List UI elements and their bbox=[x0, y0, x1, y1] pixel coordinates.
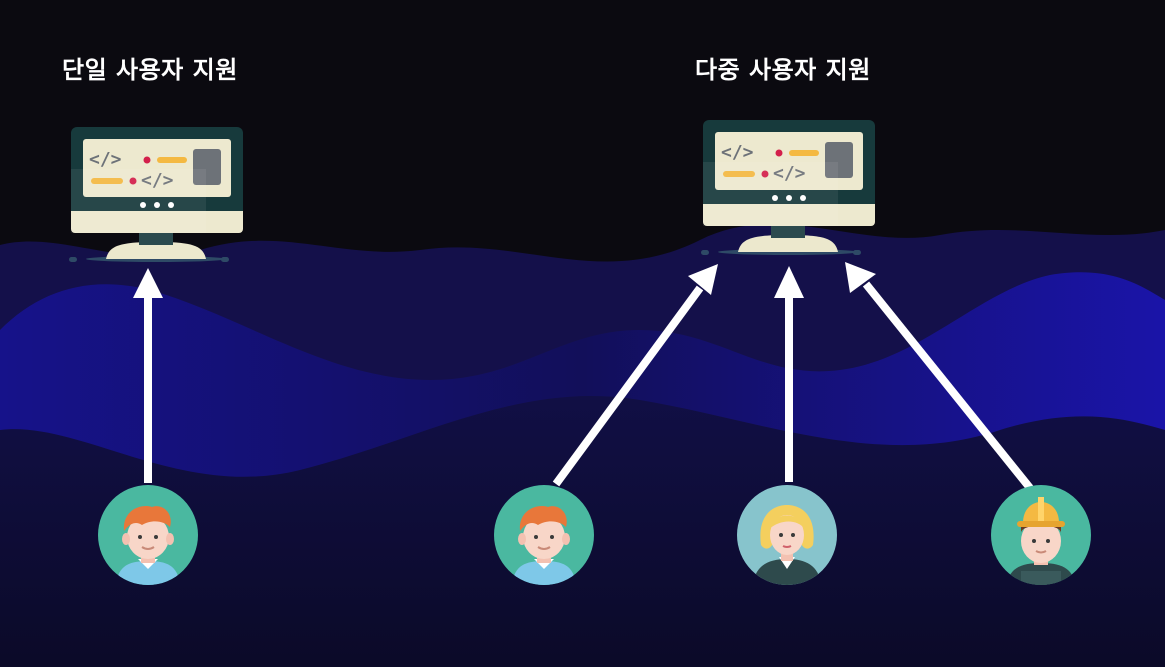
arrow-multi-left bbox=[552, 264, 718, 487]
multi-user-title: 다중 사용자 지원 bbox=[695, 56, 871, 84]
single-user-title: 단일 사용자 지원 bbox=[62, 56, 238, 84]
arrow-single bbox=[133, 268, 163, 483]
user-man-icon bbox=[494, 485, 594, 585]
monitor-multi bbox=[701, 120, 875, 255]
arrow-multi-center bbox=[774, 266, 804, 482]
monitor-single bbox=[69, 127, 243, 262]
user-woman-icon bbox=[737, 485, 837, 585]
user-man-icon bbox=[98, 485, 198, 585]
arrow-multi-right bbox=[845, 262, 1034, 491]
user-worker-icon bbox=[991, 485, 1091, 591]
